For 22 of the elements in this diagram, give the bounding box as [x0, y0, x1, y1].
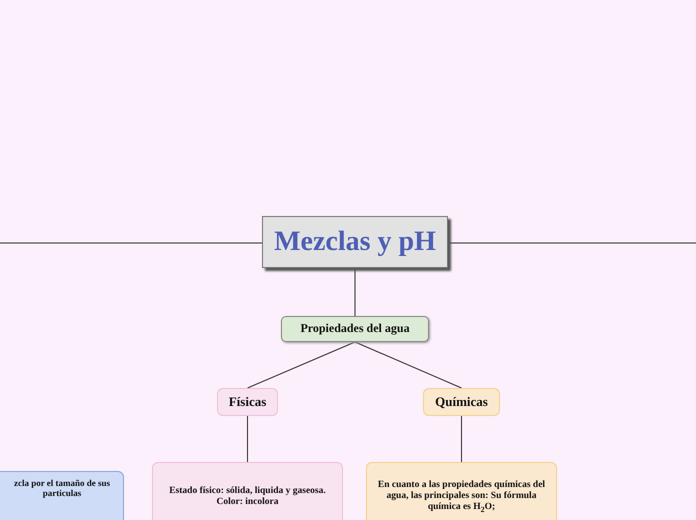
node-text: Estado físico: sólida, liquida y gaseosa.	[169, 486, 326, 497]
note-box	[366, 462, 557, 520]
connector-line	[247, 342, 356, 388]
node-text: Propiedades del agua	[300, 322, 410, 336]
note-box	[0, 471, 124, 520]
node-text: Color: incolora	[216, 497, 278, 508]
subtopic-box	[217, 388, 278, 416]
connector-line	[354, 268, 356, 316]
connector-line	[448, 242, 696, 244]
note-box	[152, 462, 343, 520]
connector-line	[247, 416, 248, 462]
connector-line	[354, 342, 462, 388]
node-text: Físicas	[228, 394, 266, 410]
node-text: Mezclas y pH	[274, 226, 436, 258]
node-text: zcla por el tamaño de sus particulas	[12, 478, 112, 499]
node-text: En cuanto a las propiedades químicas del agua, las principales son: Su fórmula química es H$_{2}$O;	[376, 480, 546, 514]
node-text: Químicas	[435, 394, 488, 410]
title-box	[262, 216, 448, 268]
connector-line	[0, 242, 262, 244]
connector-line	[461, 416, 462, 462]
topic-box	[281, 316, 429, 342]
subtopic-box	[423, 388, 500, 416]
